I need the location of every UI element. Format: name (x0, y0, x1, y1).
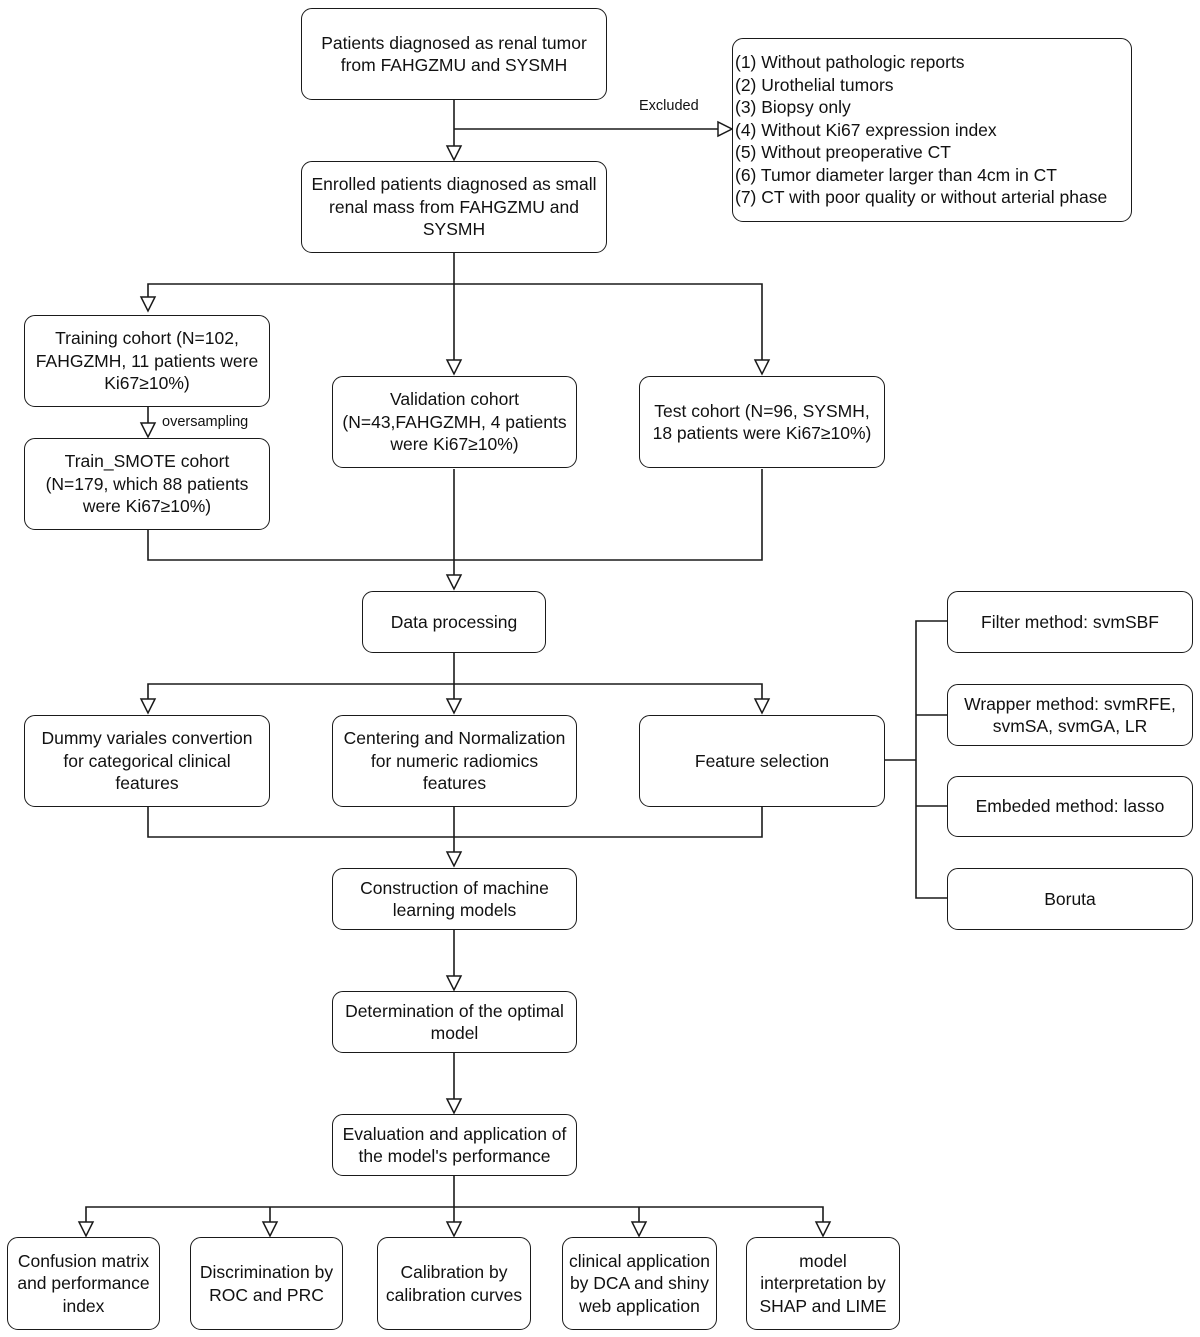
feature-selection-text: Feature selection (694, 750, 830, 771)
boruta-text: Boruta (1044, 888, 1096, 909)
exclusion-item: (6) Tumor diameter larger than 4cm in CT (735, 164, 1057, 185)
train-smote-text: Train_SMOTE cohort (N=179, which 88 pati… (45, 451, 249, 517)
centering-normalization-box: Centering and Normalization for numeric … (332, 715, 577, 807)
data-processing-text: Data processing (390, 611, 518, 632)
model-interpretation-box: model interpretation by SHAP and LIME (746, 1237, 900, 1330)
wrapper-method-box: Wrapper method: svmRFE, svmSA, svmGA, LR (947, 684, 1193, 746)
patients-box: Patients diagnosed as renal tumor from F… (301, 8, 607, 100)
test-cohort-box: Test cohort (N=96, SYSMH, 18 patients we… (639, 376, 885, 468)
clinical-application-text: clinical application by DCA and shiny we… (568, 1250, 711, 1316)
oversampling-label: oversampling (162, 414, 249, 430)
confusion-matrix-text: Confusion matrix and performance index (17, 1250, 150, 1316)
filter-method-text: Filter method: svmSBF (981, 611, 1159, 632)
evaluation-box: Evaluation and application of the model'… (332, 1114, 577, 1176)
filter-method-box: Filter method: svmSBF (947, 591, 1193, 653)
confusion-matrix-box: Confusion matrix and performance index (7, 1237, 160, 1330)
discrimination-text: Discrimination by ROC and PRC (199, 1262, 334, 1305)
patients-text: Patients diagnosed as renal tumor from F… (321, 32, 587, 76)
determination-text: Determination of the optimal model (345, 1000, 564, 1044)
evaluation-text: Evaluation and application of the model'… (342, 1123, 567, 1167)
exclusion-item: (3) Biopsy only (735, 97, 851, 118)
dummy-variables-box: Dummy variales convertion for categorica… (24, 715, 270, 807)
embedded-method-box: Embeded method: lasso (947, 776, 1193, 837)
enrolled-text: Enrolled patients diagnosed as small ren… (311, 174, 597, 240)
centering-normalization-text: Centering and Normalization for numeric … (343, 728, 566, 794)
embedded-method-text: Embeded method: lasso (975, 796, 1165, 817)
calibration-box: Calibration by calibration curves (377, 1237, 531, 1330)
discrimination-box: Discrimination by ROC and PRC (190, 1237, 343, 1330)
training-cohort-text: Training cohort (N=102, FAHGZMH, 11 pati… (35, 328, 259, 394)
calibration-text: Calibration by calibration curves (385, 1262, 523, 1305)
clinical-application-box: clinical application by DCA and shiny we… (562, 1237, 717, 1330)
test-cohort-text: Test cohort (N=96, SYSMH, 18 patients we… (652, 400, 872, 444)
exclusion-list: (1) Without pathologic reports (2) Uroth… (735, 51, 1107, 209)
train-smote-box: Train_SMOTE cohort (N=179, which 88 pati… (24, 438, 270, 530)
feature-selection-box: Feature selection (639, 715, 885, 807)
boruta-box: Boruta (947, 868, 1193, 930)
determination-box: Determination of the optimal model (332, 991, 577, 1053)
model-interpretation-text: model interpretation by SHAP and LIME (759, 1250, 887, 1316)
validation-cohort-box: Validation cohort (N=43,FAHGZMH, 4 patie… (332, 376, 577, 468)
exclusion-item: (1) Without pathologic reports (735, 52, 965, 73)
validation-cohort-text: Validation cohort (N=43,FAHGZMH, 4 patie… (342, 389, 567, 455)
construction-text: Construction of machine learning models (360, 877, 549, 921)
dummy-variables-text: Dummy variales convertion for categorica… (41, 728, 253, 794)
exclusion-item: (5) Without preoperative CT (735, 142, 951, 163)
exclusion-item: (4) Without Ki67 expression index (735, 119, 997, 140)
training-cohort-box: Training cohort (N=102, FAHGZMH, 11 pati… (24, 315, 270, 407)
data-processing-box: Data processing (362, 591, 546, 653)
exclusion-item: (2) Urothelial tumors (735, 74, 894, 95)
excluded-label: Excluded (639, 98, 699, 114)
wrapper-method-text: Wrapper method: svmRFE, svmSA, svmGA, LR (964, 693, 1176, 737)
exclusion-item: (7) CT with poor quality or without arte… (735, 187, 1108, 208)
construction-box: Construction of machine learning models (332, 868, 577, 930)
enrolled-box: Enrolled patients diagnosed as small ren… (301, 161, 607, 253)
exclusion-criteria-box: (1) Without pathologic reports (2) Uroth… (732, 38, 1132, 222)
